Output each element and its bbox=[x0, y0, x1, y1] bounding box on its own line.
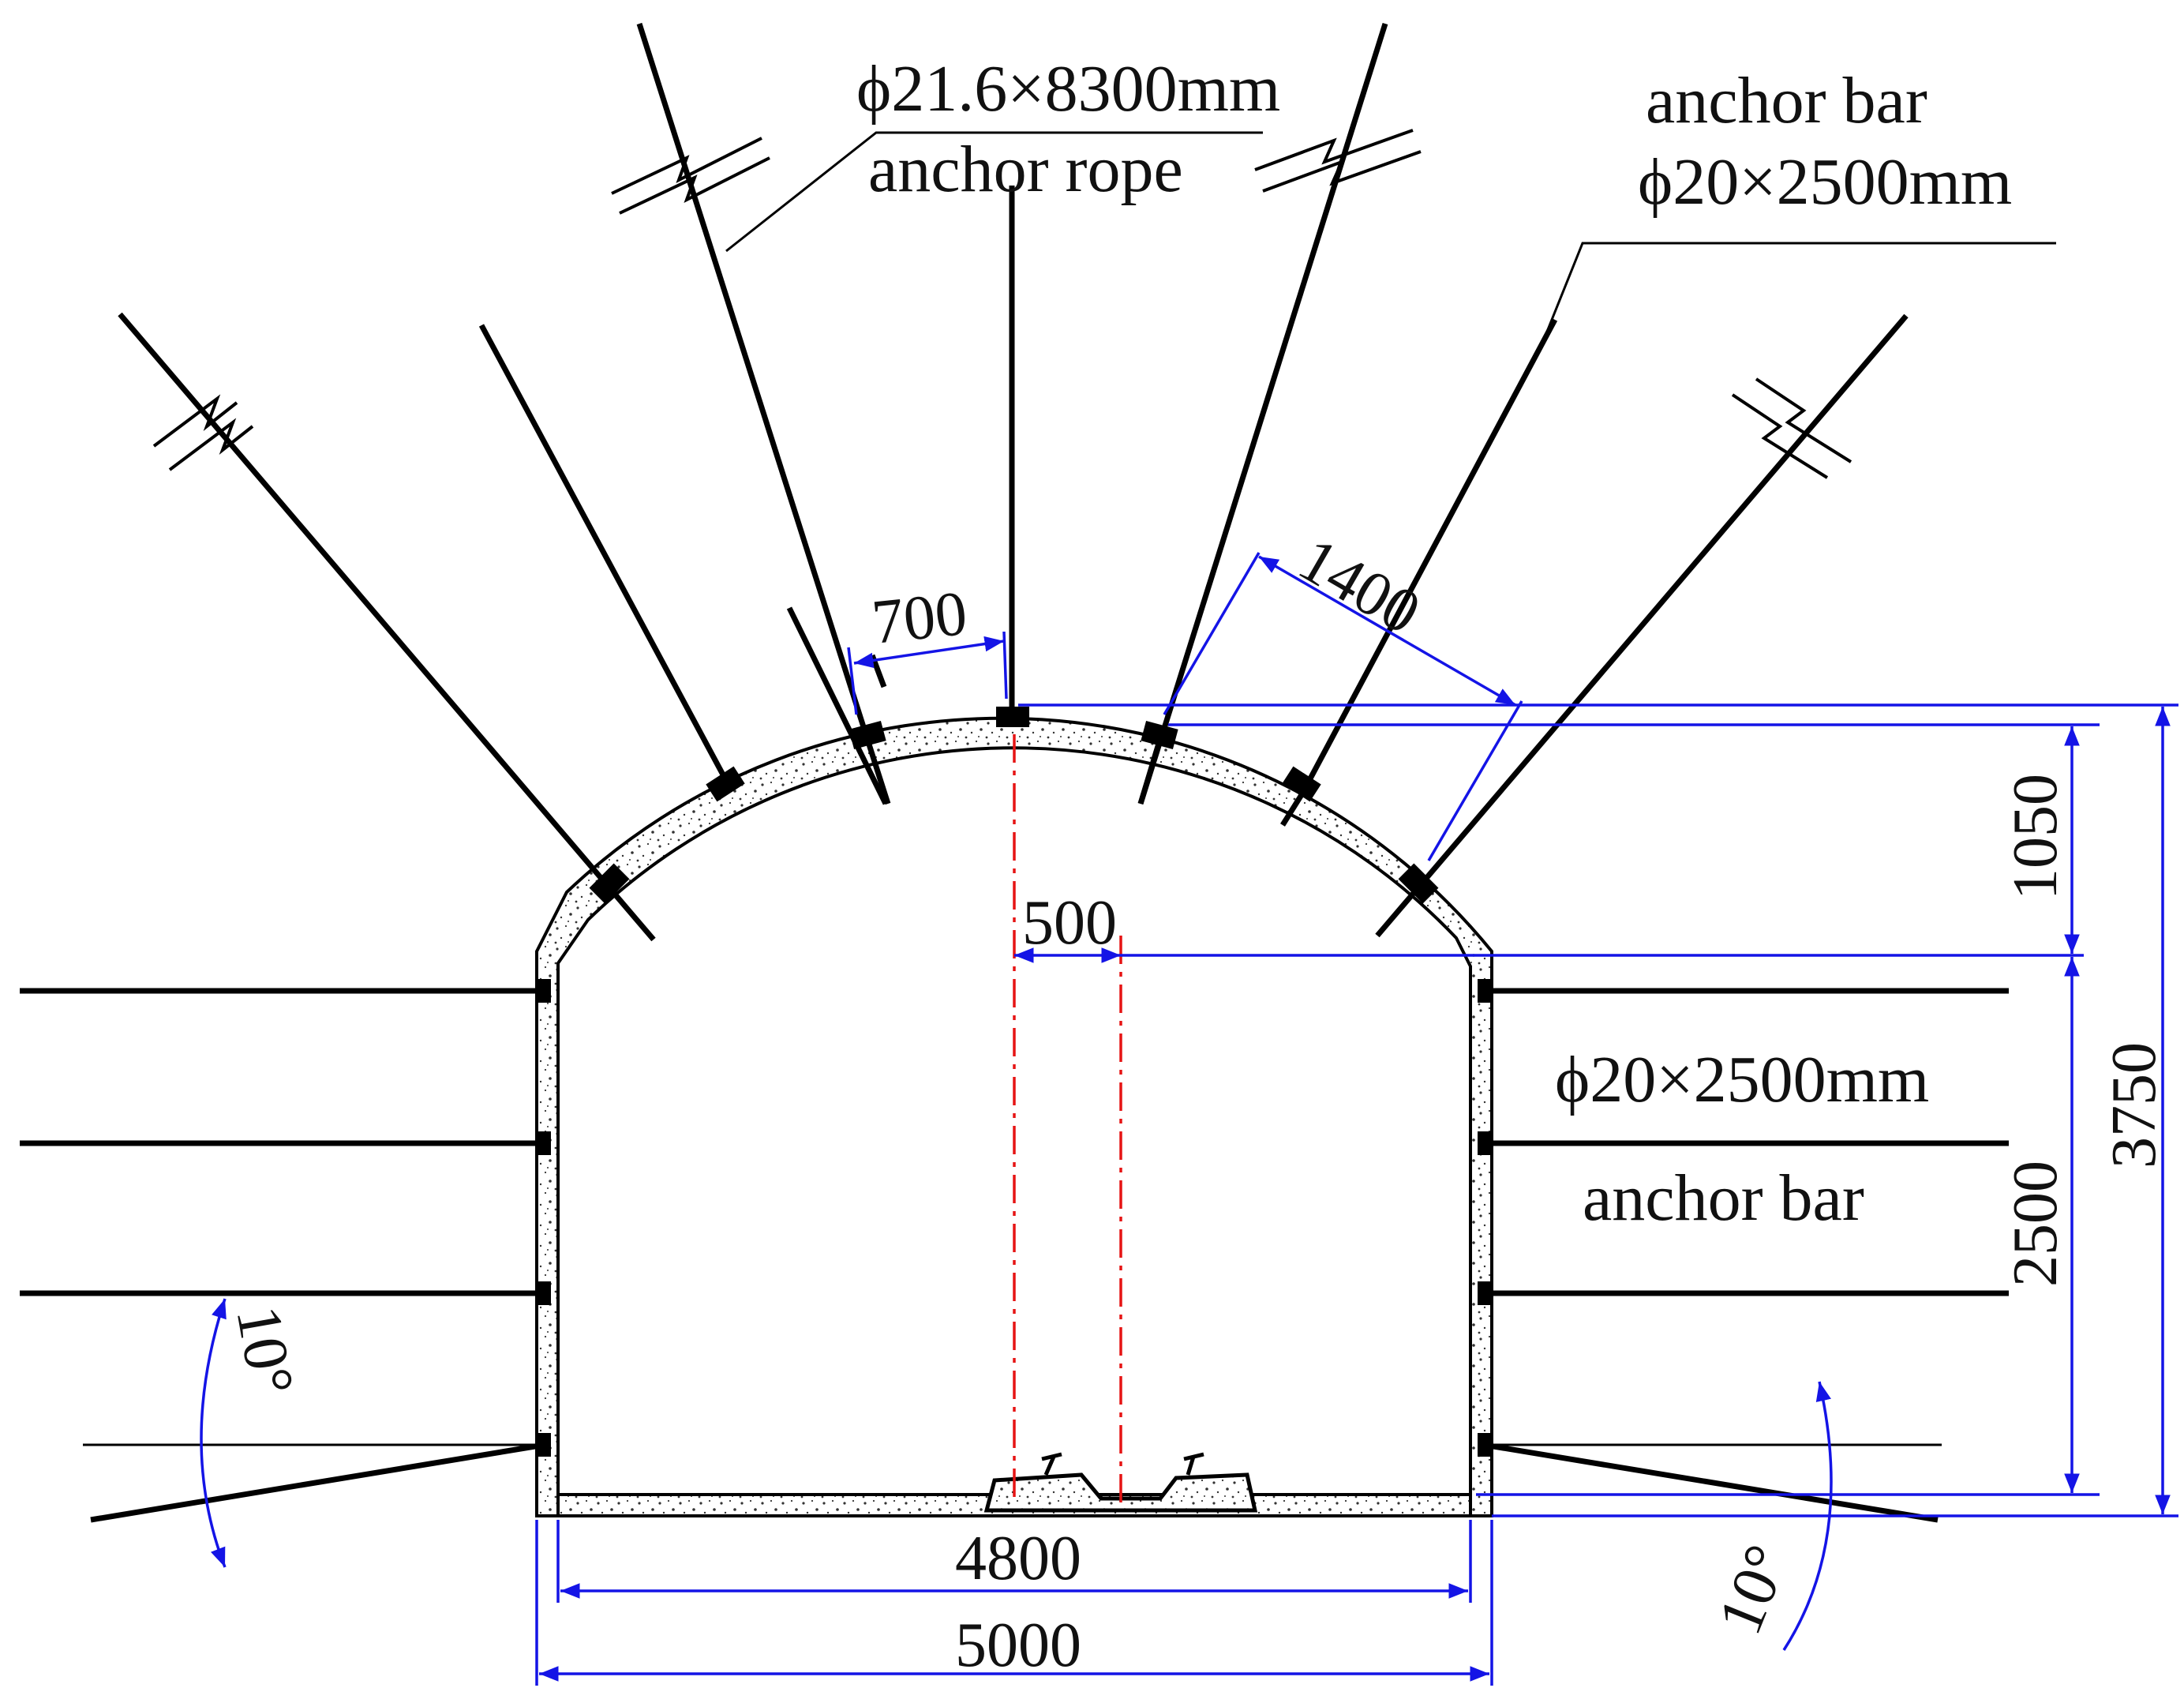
labels: ϕ21.6×8300mm anchor rope anchor bar ϕ20×… bbox=[856, 52, 2012, 1235]
anchor-ropes bbox=[118, 22, 1909, 942]
roof-bar bbox=[478, 324, 728, 779]
bearing-plate bbox=[706, 766, 745, 802]
angle-left: 10° bbox=[223, 1301, 306, 1401]
anchor-rope-tail bbox=[1137, 737, 1163, 805]
leader-lines bbox=[725, 131, 2056, 332]
lining-shell bbox=[535, 716, 1493, 1517]
roof-anchor-bars bbox=[478, 186, 1558, 827]
bearing-plate bbox=[996, 707, 1029, 727]
wall-bar-right bbox=[1483, 1442, 1939, 1523]
dim-1050: 1050 bbox=[2001, 774, 2070, 900]
dim-500: 500 bbox=[1022, 888, 1117, 958]
rail-track bbox=[983, 1452, 1258, 1513]
angle-right: 10° bbox=[1705, 1536, 1803, 1644]
roof-bar bbox=[1299, 318, 1558, 795]
dim-3750: 3750 bbox=[2100, 1042, 2169, 1168]
dim-700: 700 bbox=[869, 579, 971, 658]
rope-name-label: anchor rope bbox=[868, 133, 1183, 206]
dim-2500: 2500 bbox=[2001, 1161, 2070, 1287]
break-symbol bbox=[152, 129, 1852, 479]
dim-5000: 5000 bbox=[955, 1611, 1081, 1680]
bearing-plate bbox=[1282, 766, 1321, 802]
wall-bar-left bbox=[90, 1442, 545, 1523]
roof-bar-name-label: anchor bar bbox=[1646, 64, 1927, 137]
anchor-rope bbox=[636, 22, 891, 805]
bearing-plate bbox=[1141, 721, 1178, 749]
wall-anchor-bars bbox=[20, 979, 2009, 1523]
bearing-plate bbox=[589, 863, 630, 904]
wall-bar-spec-label: ϕ20×2500mm bbox=[1555, 1043, 1929, 1116]
center-lines bbox=[1013, 734, 1122, 1504]
dim-4800: 4800 bbox=[955, 1524, 1081, 1593]
roof-plates bbox=[589, 707, 1439, 904]
dimension-lines bbox=[200, 552, 2178, 1686]
wall-bar-name-label: anchor bar bbox=[1583, 1161, 1864, 1235]
dim-1400: 1400 bbox=[1287, 524, 1432, 647]
roof-bar bbox=[786, 606, 889, 805]
tunnel-lining bbox=[535, 716, 1493, 1517]
bearing-plate bbox=[1398, 863, 1439, 904]
roof-bar bbox=[1280, 792, 1305, 827]
anchor-rope bbox=[1375, 313, 1909, 938]
rope-spec-label: ϕ21.6×8300mm bbox=[856, 52, 1280, 126]
roof-bar-spec-label: ϕ20×2500mm bbox=[1638, 145, 2012, 219]
anchor-rope bbox=[118, 312, 656, 942]
bearing-plate bbox=[849, 721, 886, 749]
